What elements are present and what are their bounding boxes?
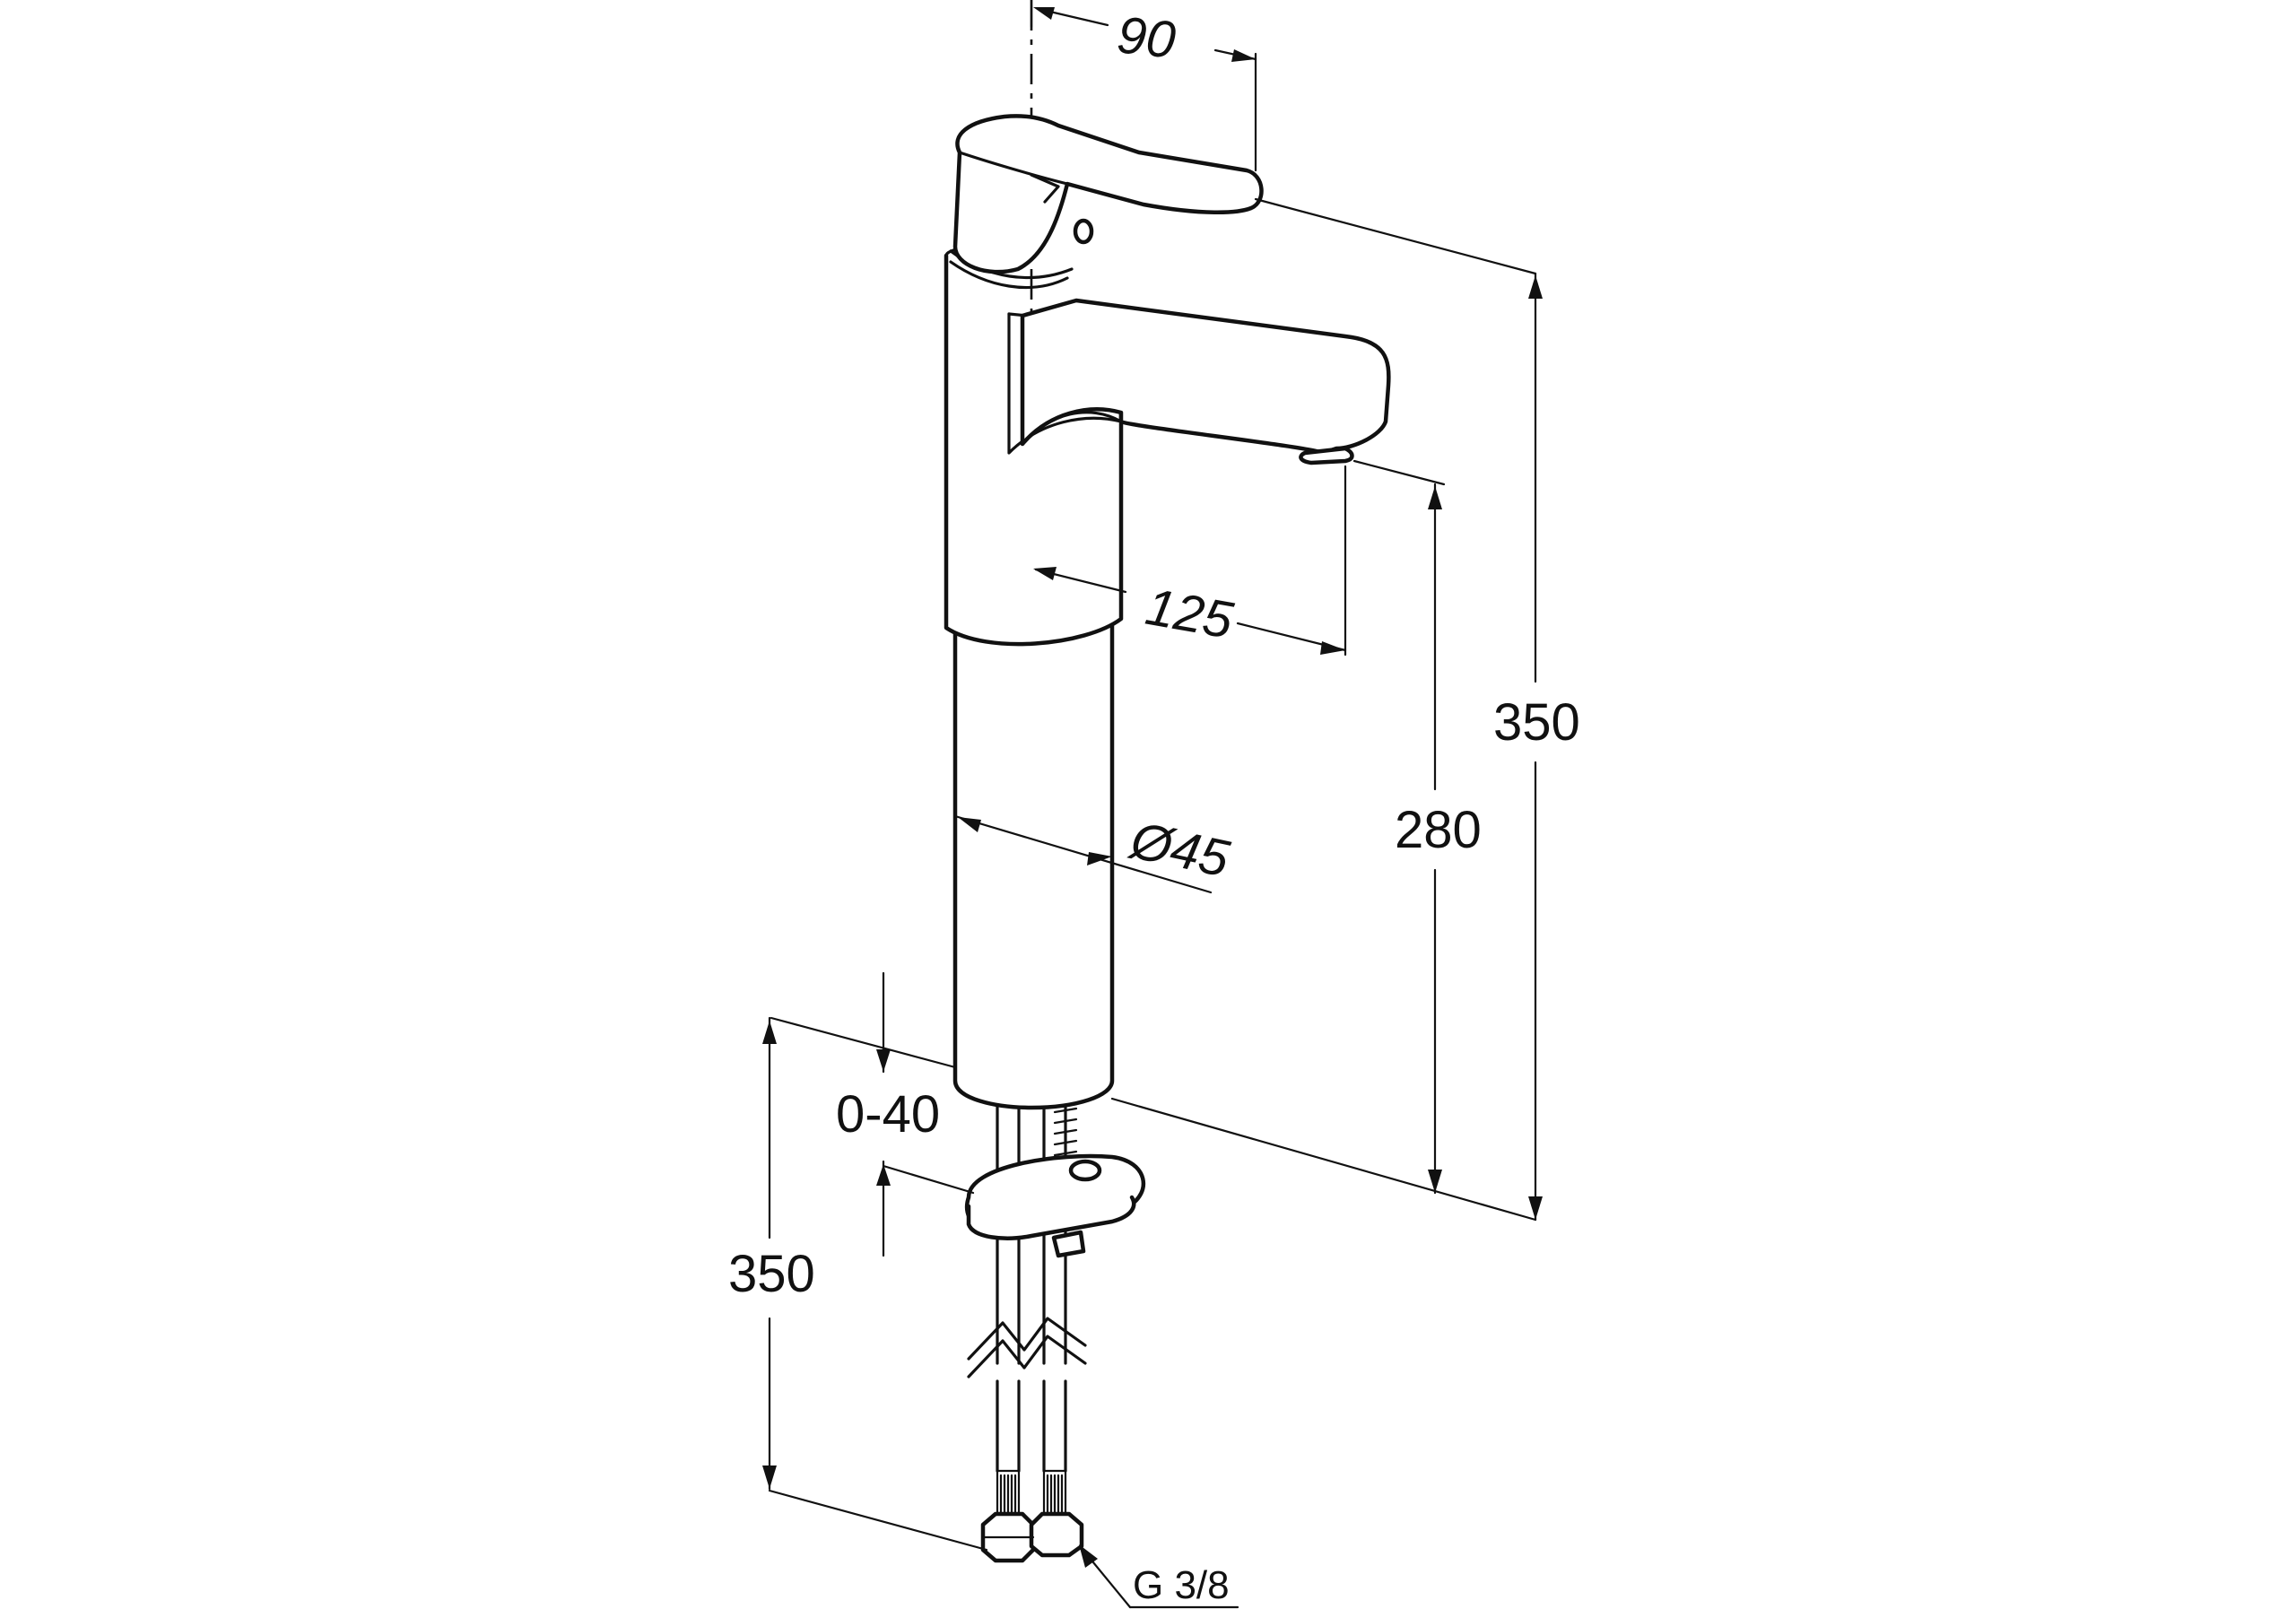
dimension-90-label: 90 [1115, 5, 1178, 69]
hose-connection-nuts [980, 1511, 1084, 1563]
dimension-280: 280 [1352, 459, 1482, 1195]
connection-thread-label: G 3/8 [1133, 1563, 1230, 1607]
connection-thread-callout: G 3/8 [1079, 1544, 1239, 1609]
dimension-deck-label: 0-40 [836, 1085, 940, 1144]
dimension-90: 90 [1030, 0, 1257, 172]
dimension-350-hose-label: 350 [728, 1245, 815, 1303]
mounting-clamp [964, 1153, 1145, 1258]
dimension-diameter-label: Ø45 [1124, 811, 1234, 889]
deck-reference-line [770, 1016, 1537, 1222]
dimension-280-label: 280 [1395, 801, 1482, 859]
faucet-lever-handle [952, 114, 1264, 274]
dimension-350-total: 350 [1254, 197, 1580, 1222]
dimension-deck-0-40: 0-40 [836, 971, 975, 1257]
dimension-350-hose: 350 [728, 1016, 988, 1552]
faucet-spout [1020, 298, 1391, 465]
dimension-125-label: 125 [1142, 578, 1238, 650]
dimension-350-total-label: 350 [1493, 693, 1580, 752]
